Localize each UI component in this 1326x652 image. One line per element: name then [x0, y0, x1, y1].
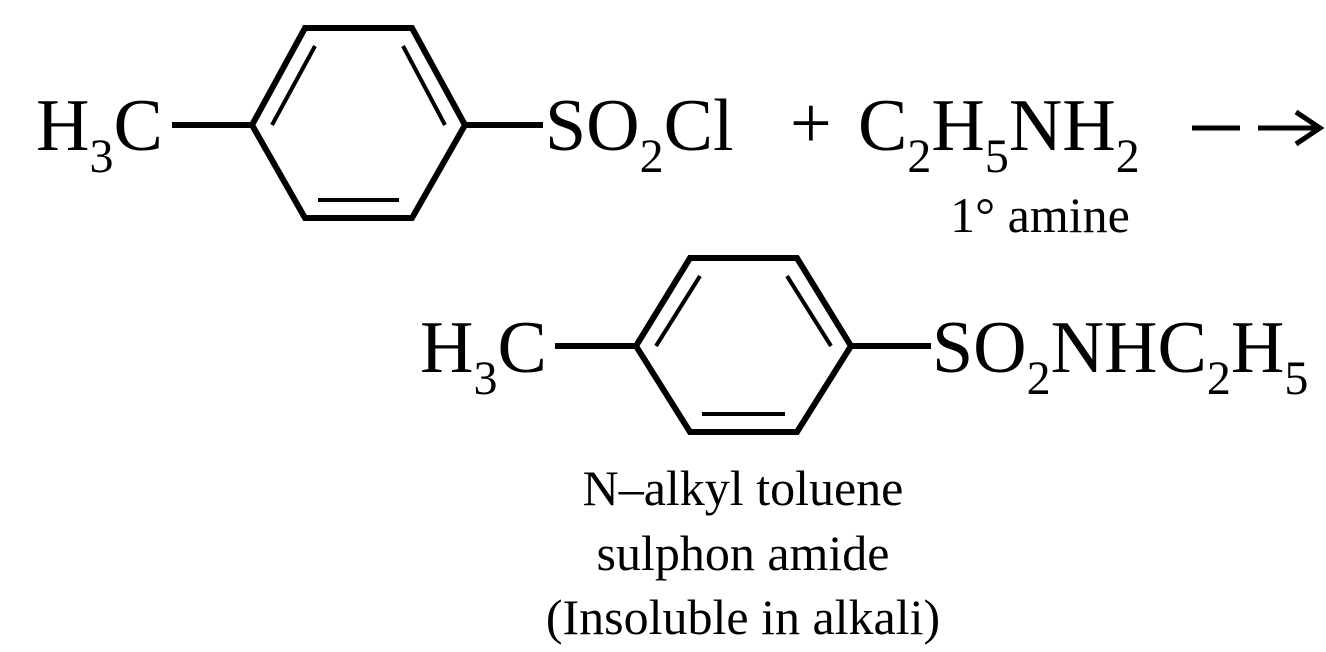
arrow-head — [1294, 109, 1325, 147]
reactant1-ring-double-bond-2 — [401, 45, 447, 126]
product-caption-line3: (Insoluble in alkali) — [546, 589, 940, 645]
product-caption-line1: N–alkyl toluene — [583, 460, 904, 516]
reaction-arrow — [1192, 109, 1325, 147]
amine-class-label: 1° amine — [950, 187, 1130, 243]
product-caption-line2: sulphon amide — [596, 525, 889, 581]
plus-sign: + — [790, 83, 832, 165]
product-ring-double-bond-2 — [785, 274, 833, 348]
reactant2-formula: C2H5NH2 — [858, 85, 1140, 183]
reactant-1: H3C SO2Cl — [36, 25, 734, 221]
product: H3C SO2NHC2H5 N–alkyl toluene sulphon am… — [420, 255, 1308, 645]
reactant-2: C2H5NH2 1° amine — [858, 85, 1140, 243]
reactant1-ring-double-bond-1 — [270, 45, 317, 126]
reactant1-benzene-ring — [248, 25, 469, 221]
product-right-group: SO2NHC2H5 — [932, 307, 1308, 405]
product-benzene-ring — [632, 255, 855, 435]
reactant1-right-group: SO2Cl — [545, 85, 734, 183]
reactant1-left-group: H3C — [36, 85, 163, 183]
product-left-group: H3C — [420, 307, 547, 405]
product-ring-double-bond-1 — [654, 274, 702, 348]
